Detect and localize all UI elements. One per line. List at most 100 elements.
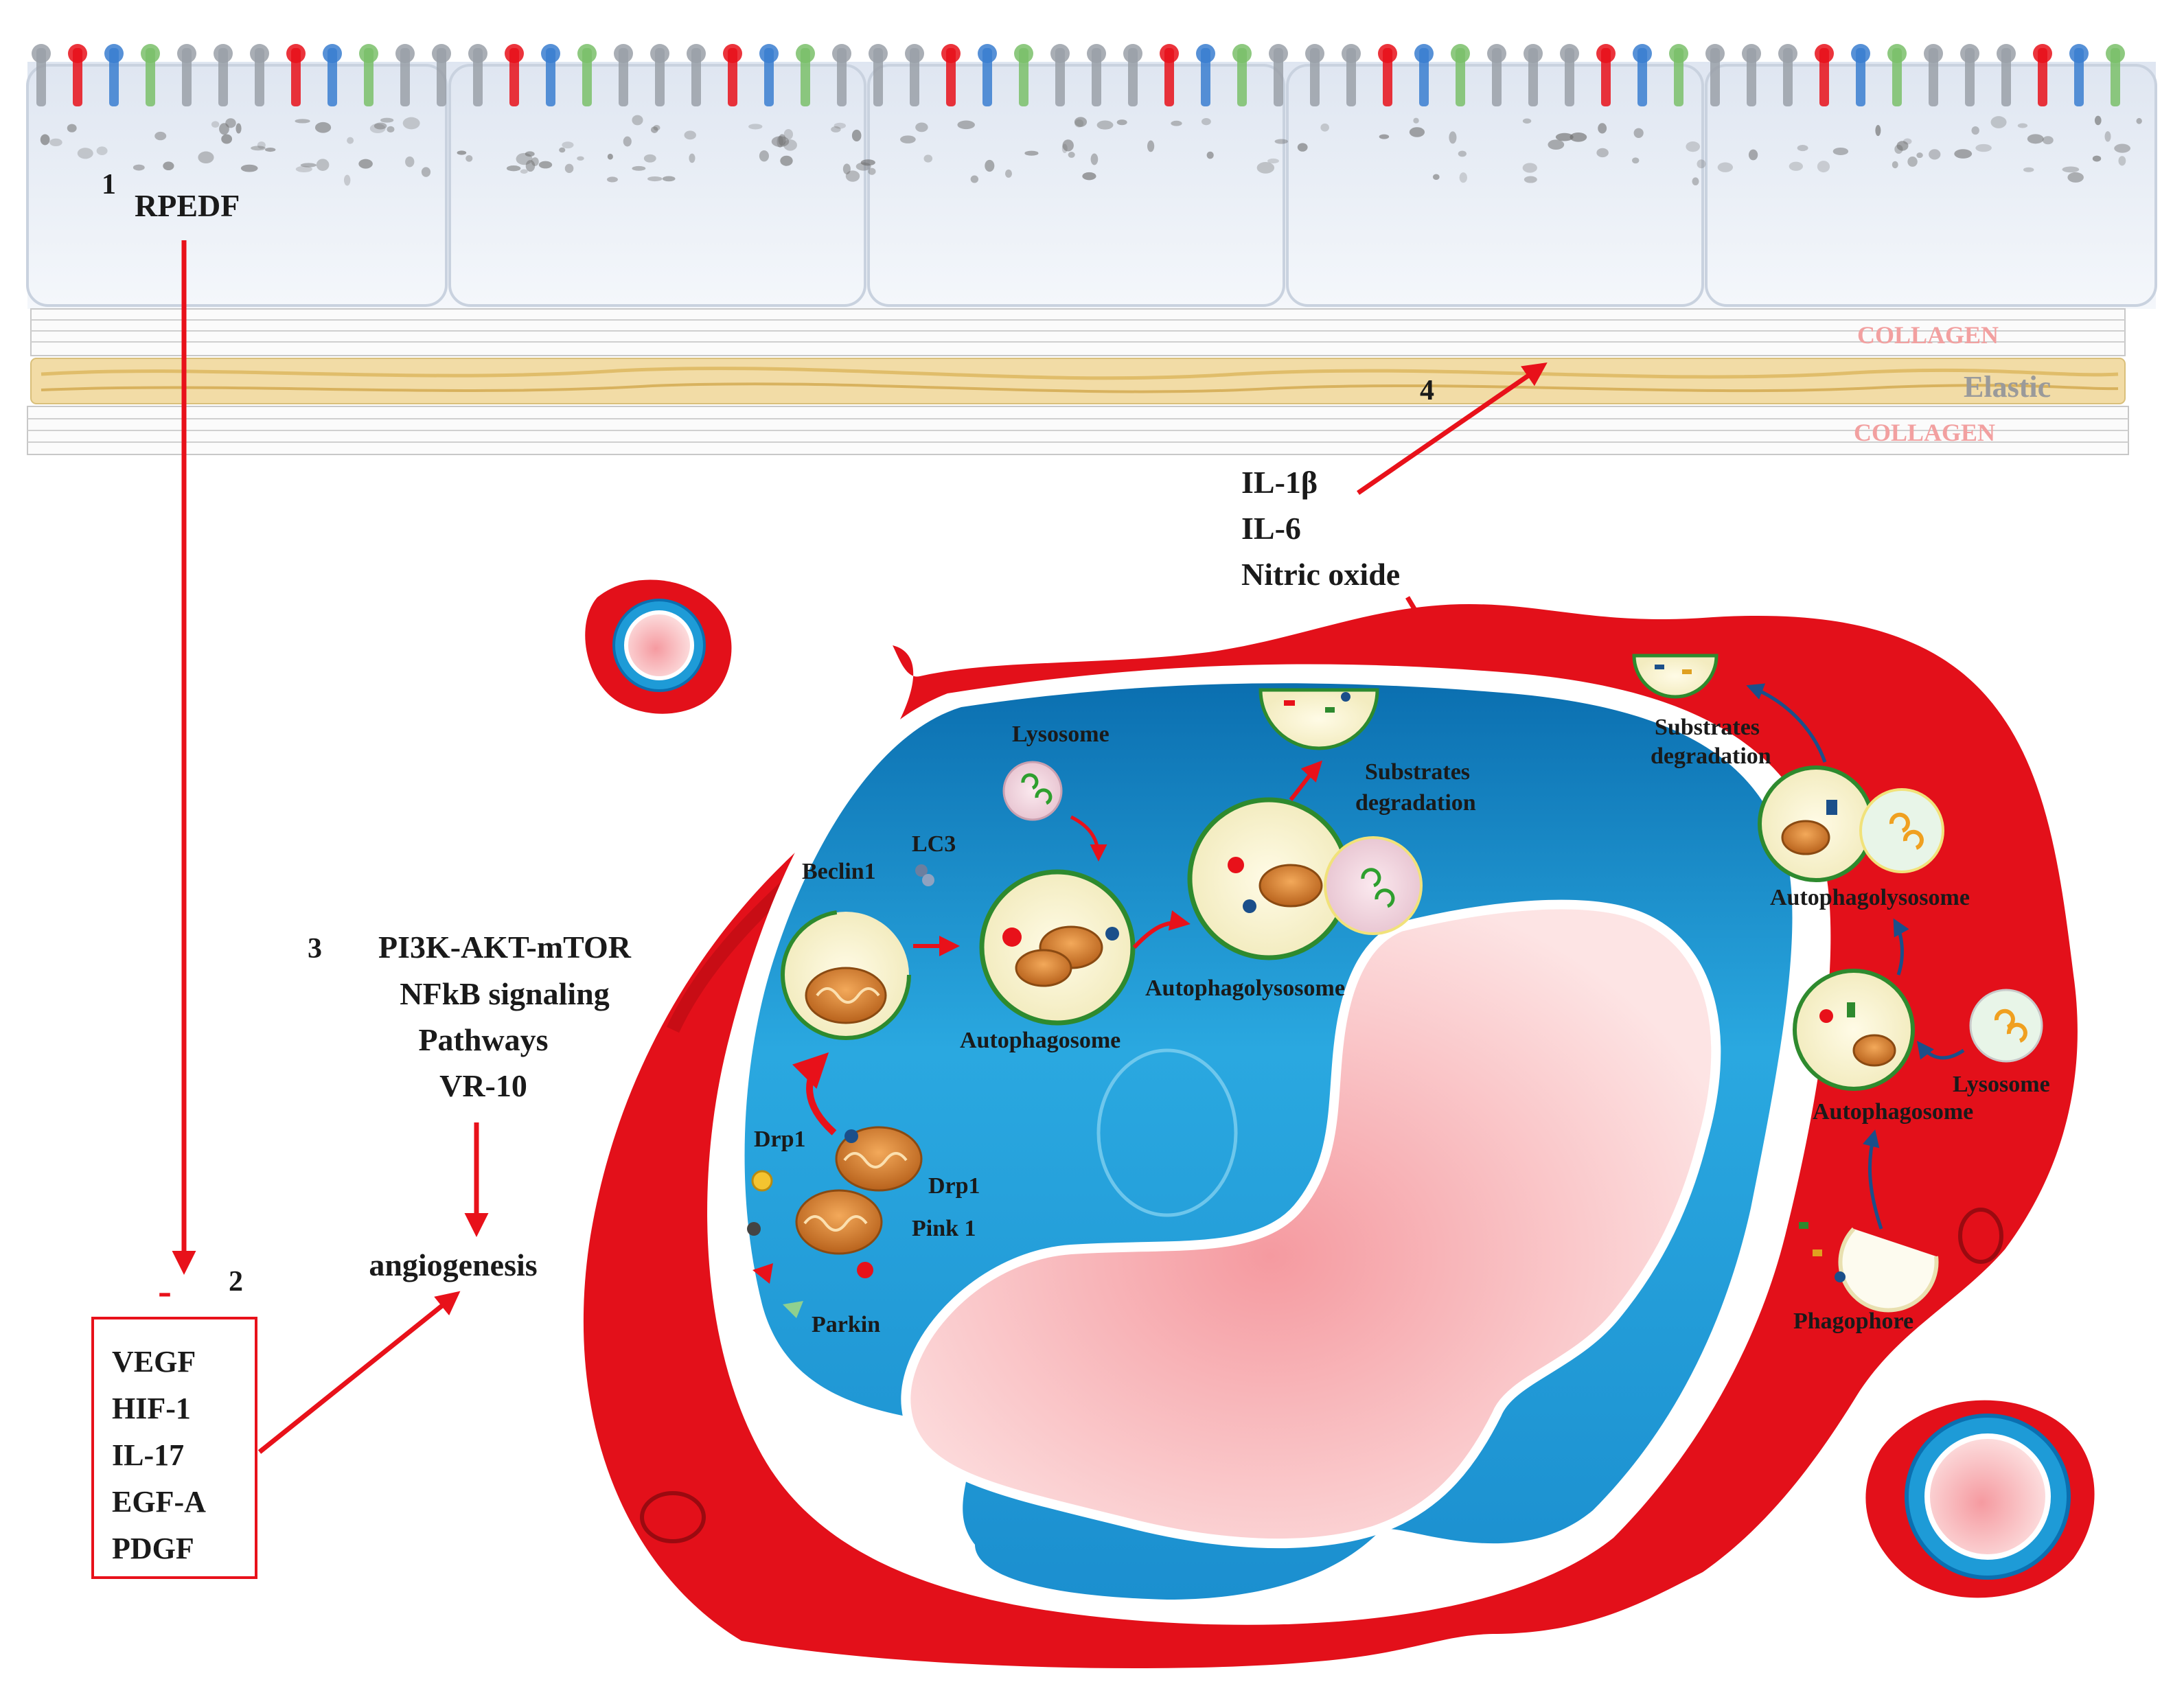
pigment-granule	[1907, 157, 1918, 167]
pigment-granule	[506, 165, 521, 172]
photoreceptor	[1705, 44, 1725, 106]
pigment-granule	[163, 161, 174, 171]
photoreceptor	[614, 44, 633, 106]
pigment-granule	[1267, 158, 1279, 164]
pigment-granule	[1256, 162, 1275, 174]
pigment-granule	[1522, 163, 1537, 173]
pigment-granule	[1633, 128, 1644, 139]
photoreceptor	[1560, 44, 1579, 106]
photoreceptor	[1269, 44, 1288, 106]
cytokine-il1b: IL-1β	[1241, 465, 1318, 500]
photoreceptor	[978, 44, 997, 106]
small-capillary-bottom	[1865, 1400, 2095, 1598]
photoreceptor	[650, 44, 669, 106]
pigment-granule	[632, 115, 643, 126]
pigment-granule	[402, 117, 420, 130]
peri-autophagosome-label: Autophagosome	[1813, 1099, 1973, 1125]
photoreceptor	[941, 44, 961, 106]
pathway-pi3k: PI3K-AKT-mTOR	[378, 930, 632, 965]
pericyte-autophagy: Substrates degradation Autophagolysosome…	[1632, 654, 2050, 1334]
photoreceptor	[687, 44, 706, 106]
pigment-granule	[1817, 161, 1830, 173]
pigment-granule	[1449, 131, 1457, 144]
small-capillary-top	[585, 579, 732, 714]
pigment-granule	[1570, 132, 1587, 142]
pigment-granule	[607, 153, 613, 160]
pigment-granule	[900, 135, 916, 143]
endo-lysosome-label: Lysosome	[1012, 722, 1110, 747]
pigment-granule	[2136, 117, 2142, 124]
pigment-granule	[1875, 124, 1881, 137]
photoreceptor	[1924, 44, 1943, 106]
photoreceptor	[286, 44, 306, 106]
pigment-granule	[1548, 139, 1565, 150]
pigment-granule	[1116, 119, 1127, 126]
photoreceptor	[1815, 44, 1834, 106]
endothelial-nucleus	[1096, 1048, 1238, 1217]
peri-lysosome-label: Lysosome	[1953, 1072, 2050, 1097]
pigment-granule	[387, 126, 395, 133]
pigment-granule	[1797, 144, 1808, 152]
pigment-granule	[221, 134, 233, 144]
photoreceptor	[1414, 44, 1434, 106]
pigment-granule	[1717, 162, 1734, 172]
pigment-granule	[1697, 159, 1706, 169]
pigment-granule	[1954, 149, 1973, 159]
pigment-granule	[2118, 156, 2126, 166]
pigment-granule	[855, 162, 871, 171]
pigment-granule	[2027, 134, 2044, 144]
pigment-granule	[1896, 141, 1909, 151]
photoreceptor	[905, 44, 924, 106]
photoreceptor	[1050, 44, 1070, 106]
endothelial-autophagy: Lysosome Beclin1 LC3 Autophagosome Autop…	[747, 688, 1476, 1337]
pigment-granule	[1297, 143, 1308, 152]
photoreceptor	[104, 44, 124, 106]
pigment-granule	[316, 159, 330, 171]
photoreceptor	[1305, 44, 1324, 106]
pigment-granule	[67, 124, 77, 132]
pigment-granule	[1975, 143, 1992, 152]
photoreceptor	[1123, 44, 1142, 106]
pigment-granule	[2104, 131, 2111, 142]
pigment-granule	[2067, 172, 2084, 183]
pigment-granule	[2023, 167, 2034, 172]
pigment-granule	[1459, 172, 1467, 183]
pigment-granule	[380, 117, 394, 123]
pigment-granule	[1171, 120, 1182, 126]
peri-lysosome	[1969, 989, 2043, 1063]
photoreceptor	[2106, 44, 2125, 106]
pigment-granule	[1005, 169, 1012, 178]
main-vessel	[583, 604, 2078, 1668]
pigment-granule	[759, 150, 769, 162]
inhibition-sign: -	[158, 1268, 172, 1313]
pigment-granule	[2017, 123, 2028, 128]
step-1-number: 1	[102, 169, 116, 200]
pigment-granule	[235, 123, 242, 134]
mitochondrion-lower	[795, 1189, 883, 1255]
pigment-granule	[1598, 123, 1607, 134]
pigment-granule	[300, 163, 317, 168]
photoreceptor	[432, 44, 451, 106]
factors-to-angiogenesis-arrow	[257, 1291, 461, 1454]
pigment-granule	[1413, 117, 1419, 124]
endo-degradation-label: degradation	[1355, 790, 1476, 816]
peri-fusing-lysosome	[1859, 788, 1944, 873]
peri-phagophore	[1838, 1227, 1939, 1313]
pigment-granule	[1090, 153, 1099, 165]
photoreceptor	[32, 44, 51, 106]
peri-phagophore-label: Phagophore	[1793, 1309, 1913, 1334]
photoreceptor	[541, 44, 560, 106]
pigment-granule	[531, 157, 539, 166]
photoreceptor	[1524, 44, 1543, 106]
vessel-lumen	[901, 899, 1721, 1549]
photoreceptor	[1778, 44, 1797, 106]
pigment-granule	[369, 124, 386, 134]
peri-autophagolysosome-label: Autophagolysosome	[1770, 885, 1970, 910]
photoreceptor	[759, 44, 779, 106]
pigment-granule	[133, 164, 145, 171]
pigment-granule	[748, 124, 763, 130]
pericyte-nucleus-1	[640, 1491, 706, 1543]
growth-factor-box: VEGF HIF-1 IL-17 EGF-A PDGF	[91, 1317, 257, 1579]
pigment-granule	[465, 154, 473, 162]
pigment-granule	[842, 163, 851, 174]
